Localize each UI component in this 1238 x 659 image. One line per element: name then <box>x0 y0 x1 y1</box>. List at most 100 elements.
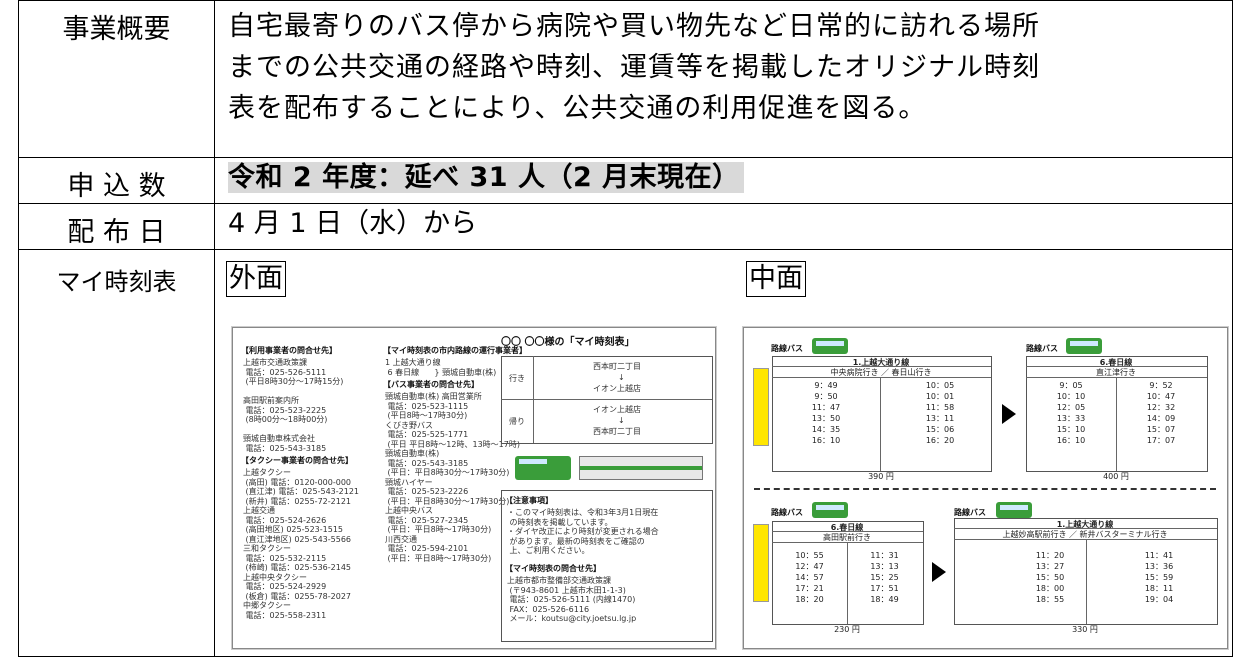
inner-face-image: 路線バス 路線バス 路線バス 路線バス 1.上越大通り線 中央病院行き ／ 春日… <box>743 327 1228 649</box>
panel2-arr-2: 10：47 <box>1146 392 1176 401</box>
outer-sec6-title: 【マイ時刻表の問合せ先】 <box>505 564 601 573</box>
panel1-col1: 9：49 9：50 11：47 13：50 14：35 16：10 <box>772 380 880 446</box>
panel2-time-1: 9：05 <box>1059 381 1083 390</box>
outer-sec3-body: 頸城自動車(株) 高田営業所 電話：025-523-1115 (平日8時～17時… <box>385 392 520 563</box>
outer-sec1-title: 【利用事業者の問合せ先】 <box>241 346 337 355</box>
inner-face-label: 中面 <box>746 261 806 297</box>
panel2-time-4: 13：33 <box>1056 414 1086 423</box>
label-overview: 事業概要 <box>18 0 215 158</box>
panel1-time-6: 16：10 <box>811 436 841 445</box>
panel4-sub: 上越妙高駅前行き ／ 新井バスターミナル行き <box>1002 530 1168 539</box>
panel4-arr-5: 19：04 <box>1144 595 1174 604</box>
panel2-arr-5: 15：07 <box>1146 425 1176 434</box>
panel1-arr-6: 16：20 <box>925 436 955 445</box>
panel4-arr-2: 13：36 <box>1144 562 1174 571</box>
outer-dest-out-label: 行き <box>509 374 525 383</box>
panel1-sub: 中央病院行き ／ 春日山行き <box>830 368 932 377</box>
panel4-time-4: 18：00 <box>1035 584 1065 593</box>
outer-dest-back-3: 西本町二丁目 <box>593 427 641 436</box>
panel3-sub: 高田駅前行き <box>823 533 871 542</box>
panel1-time-2: 9：50 <box>814 392 838 401</box>
panel3-time-1: 10：55 <box>795 551 824 560</box>
panel2-title: 6.春日線 <box>1099 358 1133 367</box>
panel4-fare: 330 円 <box>1072 625 1098 634</box>
panel2-arr-1: 9：52 <box>1149 381 1173 390</box>
panel3-arr-3: 15：25 <box>870 573 899 582</box>
panel4-col2: 11：41 13：36 15：59 18：11 19：04 <box>1104 550 1214 605</box>
panel1-time-4: 13：50 <box>811 414 841 423</box>
label-applications: 申 込 数 <box>18 157 215 204</box>
panel1-arr-1: 10：05 <box>925 381 955 390</box>
inner-bus-label-4: 路線バス <box>954 508 986 517</box>
label-my-timetable: マイ時刻表 <box>18 249 215 657</box>
panel2-time-6: 16：10 <box>1056 436 1086 445</box>
outer-sec4-body: 上越タクシー (高田) 電話：0120-000-000 (直江津) 電話：025… <box>243 468 359 620</box>
panel4-title: 1.上越大通り線 <box>1056 520 1114 529</box>
panel1-arr-5: 15：06 <box>925 425 955 434</box>
panel3-time-4: 17：21 <box>795 584 824 593</box>
inner-bus-label-1: 路線バス <box>771 344 803 353</box>
inner-bus-label-3: 路線バス <box>771 508 803 517</box>
outer-sec5-body: ・このマイ時刻表は、令和3年3月1日現在 の時刻表を掲載しています。 ・ダイヤ改… <box>507 508 659 555</box>
overview-text: 自宅最寄りのバス停から病院や買い物先など日常的に訪れる場所 までの公共交通の経路… <box>214 0 1233 158</box>
overview-line-1: 自宅最寄りのバス停から病院や買い物先など日常的に訪れる場所 <box>228 11 1040 42</box>
outer-sec3-title: 【バス事業者の問合せ先】 <box>383 380 479 389</box>
panel1-arr-3: 11：58 <box>925 403 955 412</box>
applications-value: 令和 2 年度：延べ 31 人（2 月末現在） <box>228 162 744 193</box>
inner-panel-3 <box>772 521 924 625</box>
panel1-arr-2: 10：01 <box>925 392 955 401</box>
panel1-col2: 10：05 10：01 11：58 13：11 15：06 16：20 <box>890 380 990 446</box>
panel2-arr-4: 14：09 <box>1146 414 1176 423</box>
panel4-col1: 11：20 13：27 15：50 18：00 18：55 <box>1014 550 1086 605</box>
panel3-title: 6.春日線 <box>830 523 864 532</box>
panel2-arr-6: 17：07 <box>1146 436 1176 445</box>
distribution-date-value: 4 月 1 日（水）から <box>214 203 1233 250</box>
panel2-time-2: 10：10 <box>1056 392 1086 401</box>
inner-panel-4 <box>954 518 1218 625</box>
panel3-arr-5: 18：49 <box>870 595 899 604</box>
overview-line-2: までの公共交通の経路や時刻、運賃等を掲載したオリジナル時刻 <box>228 52 1040 83</box>
panel3-arr-1: 11：31 <box>870 551 899 560</box>
outer-bus-illustration <box>515 456 571 480</box>
outer-sec6-body: 上越市都市整備部交通政策課 (〒943-8601 上越市木田1-1-3) 電話：… <box>507 576 637 623</box>
panel3-col1: 10：55 12：47 14：57 17：21 18：20 <box>772 550 847 605</box>
outer-dest-out-1: 西本町二丁目 <box>593 362 641 371</box>
inner-side-label-1 <box>753 368 769 446</box>
outer-sec2-title: 【マイ時刻表の市内路線の運行事業者】 <box>383 346 527 355</box>
inner-bus-label-2: 路線バス <box>1026 344 1058 353</box>
panel4-arr-4: 18：11 <box>1144 584 1174 593</box>
inner-arrow-2 <box>932 562 946 582</box>
inner-bus-icon-1 <box>812 338 848 354</box>
outer-train-illustration <box>579 456 703 480</box>
panel3-time-5: 18：20 <box>795 595 824 604</box>
panel2-sub: 直江津行き <box>1096 368 1136 377</box>
panel3-arr-4: 17：51 <box>870 584 899 593</box>
outer-sec5-title: 【注意事項】 <box>505 496 553 505</box>
panel4-time-2: 13：27 <box>1035 562 1065 571</box>
outer-title: 〇〇 〇〇様の「マイ時刻表」 <box>501 337 635 348</box>
outer-notes-box <box>501 490 713 642</box>
panel4-arr-1: 11：41 <box>1144 551 1174 560</box>
panel1-title: 1.上越大通り線 <box>852 358 910 367</box>
panel1-time-1: 9：49 <box>814 381 838 390</box>
outer-sec4-title: 【タクシー事業者の問合せ先】 <box>241 456 353 465</box>
panel3-col2: 11：31 13：13 15：25 17：51 18：49 <box>847 550 922 605</box>
panel1-time-3: 11：47 <box>811 403 841 412</box>
inner-side-label-2 <box>753 524 769 602</box>
inner-bus-icon-2 <box>1066 338 1102 354</box>
panel3-fare: 230 円 <box>834 625 860 634</box>
panel3-time-2: 12：47 <box>795 562 824 571</box>
panel1-time-5: 14：35 <box>811 425 841 434</box>
outer-dest-back-1: イオン上越店 <box>593 405 641 414</box>
inner-panel-2 <box>1026 356 1208 472</box>
outer-dest-box <box>501 356 713 444</box>
inner-bus-icon-3 <box>812 502 848 518</box>
outer-sec2-body: 1 上越大通り線 6 春日線 } 頸城自動車(株) <box>385 358 497 377</box>
panel4-time-3: 15：50 <box>1035 573 1065 582</box>
info-table: 事業概要 自宅最寄りのバス停から病院や買い物先など日常的に訪れる場所 までの公共… <box>18 0 1233 657</box>
outer-dest-out-3: イオン上越店 <box>593 384 641 393</box>
panel1-fare: 390 円 <box>868 472 894 481</box>
panel3-arr-2: 13：13 <box>870 562 899 571</box>
panel2-arr-3: 12：32 <box>1146 403 1176 412</box>
label-distribution-date: 配 布 日 <box>18 203 215 250</box>
